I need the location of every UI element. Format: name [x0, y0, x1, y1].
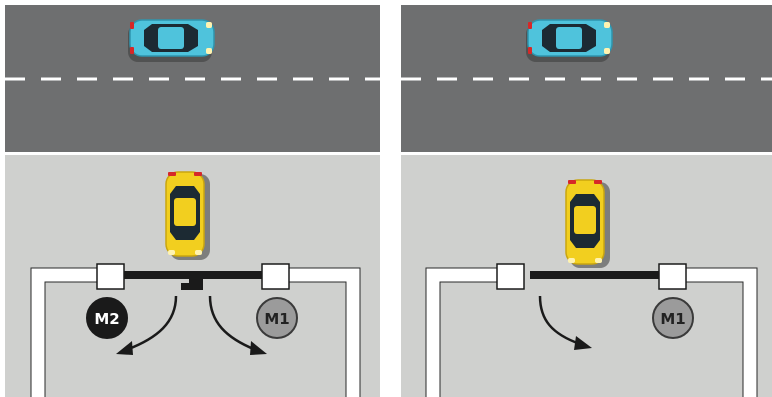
- car-yellow-icon: [565, 179, 611, 269]
- gate-leaf-left: [123, 271, 189, 279]
- panel-double-leaf: M2 M1: [5, 5, 380, 397]
- arrow-head: [574, 336, 592, 350]
- car-blue-icon: [525, 19, 613, 63]
- enclosure-wall-outline: [30, 267, 361, 397]
- enclosure-wall: [426, 268, 757, 397]
- arrow-head: [250, 341, 267, 355]
- car-yellow-icon: [165, 171, 211, 261]
- gate-post-icon: [261, 263, 290, 290]
- gate-post-icon: [496, 263, 525, 290]
- motor-badge: M1: [256, 297, 298, 339]
- motor-badge: M1: [652, 297, 694, 339]
- enclosure-wall: [31, 268, 360, 397]
- enclosure-wall-outline: [425, 267, 758, 397]
- gate-leaf-right: [199, 271, 263, 279]
- gate-post-icon: [658, 263, 687, 290]
- motor-label: M1: [660, 310, 685, 328]
- curved-arrow-icon: [125, 295, 178, 352]
- motor-label: M1: [264, 310, 289, 328]
- panel-divider: [380, 0, 401, 397]
- motor-label: M2: [94, 310, 119, 328]
- panel-single-leaf: M1: [401, 5, 772, 397]
- car-blue-icon: [127, 19, 215, 63]
- curved-arrow-icon: [208, 295, 257, 352]
- curved-arrow-icon: [538, 295, 581, 346]
- gate-lock-plate: [181, 271, 203, 290]
- gate-leaf: [530, 271, 660, 279]
- gate-post-icon: [96, 263, 125, 290]
- motor-badge: M2: [86, 297, 128, 339]
- arrow-head: [116, 341, 133, 355]
